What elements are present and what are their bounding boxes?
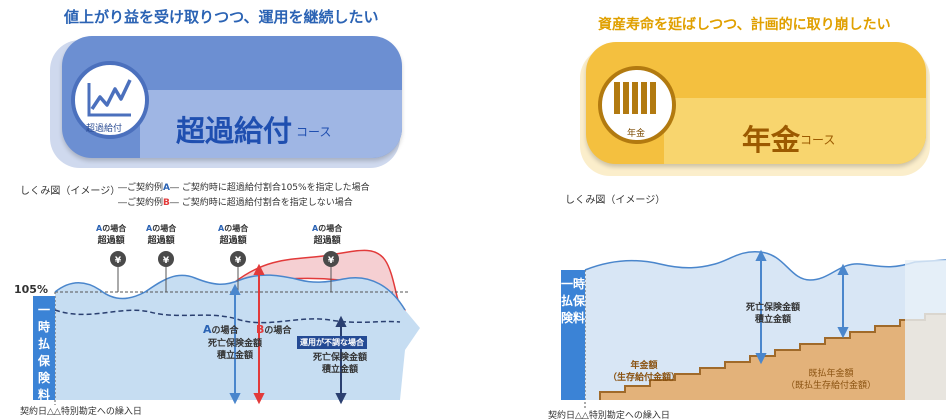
a-arrow — [229, 283, 241, 405]
excess-benefit-badge — [71, 61, 149, 139]
yen-coins — [110, 251, 339, 267]
left-ab-amounts: 死亡保険金額積立金額 — [207, 339, 262, 361]
annuity-death-arrow — [755, 249, 767, 365]
annuity-bars-icon — [614, 82, 656, 114]
excess-label-3: Aの場合超過額 — [218, 224, 249, 246]
annuity-badge — [598, 66, 676, 144]
excess-benefit-badge-label: 超過給付 — [86, 124, 123, 134]
left-poor-amounts: 死亡保険金額積立金額 — [312, 353, 367, 375]
poor-performance-line — [54, 309, 401, 324]
poor-performance-badge: 運用が不調な場合 — [297, 336, 367, 349]
right-death-amounts: 死亡保険金額積立金額 — [745, 303, 800, 325]
svg-text:¥: ¥ — [163, 256, 170, 266]
b-arrow — [253, 263, 265, 405]
example-a-prefix: ―ご契約例 — [118, 183, 164, 193]
example-a-text: ― ご契約時に超過給付割合105%を指定した場合 — [169, 183, 370, 193]
example-a-letter: A — [163, 183, 170, 193]
reserve-top-line — [54, 274, 406, 311]
right-headline: 資産寿命を延ばしつつ、計画的に取り崩したい — [598, 17, 891, 33]
excess-benefit-card-inner — [140, 90, 402, 158]
example-b-prefix: ―ご契約例 — [118, 198, 164, 208]
excess-benefit-diagram: ¥ ¥ ¥ ¥ — [54, 249, 420, 405]
left-premium-side-label: 一時払保険料 — [33, 296, 55, 402]
example-b-letter: B — [163, 198, 170, 208]
rising-chart-icon — [87, 79, 132, 117]
right-premium-side-label: 一時払保険料 — [561, 270, 585, 400]
annuity-amount-label: 年金額（生存給付金額） — [607, 361, 680, 383]
poor-arrow — [335, 315, 347, 405]
b-case-label: Bの場合 — [256, 323, 292, 337]
right-diagram-caption: しくみ図（イメージ） — [565, 195, 666, 206]
left-headline: 値上がり益を受け取りつつ、運用を継続したい — [64, 8, 379, 26]
svg-text:¥: ¥ — [115, 256, 122, 266]
annuity-course-suffix: コース — [800, 133, 836, 147]
reserve-area — [55, 275, 420, 400]
left-bottom-label: 契約日△△特別勘定への繰入日 — [20, 407, 142, 417]
annuity-diagram — [584, 249, 946, 408]
svg-text:¥: ¥ — [328, 256, 335, 266]
annuity-course-name: 年金 — [742, 123, 801, 157]
paid-arrow — [837, 263, 849, 339]
excess-label-1: Aの場合超過額 — [96, 224, 127, 246]
annuity-badge-label: 年金 — [627, 129, 646, 139]
right-bottom-label: 契約日△△特別勘定への繰入日 — [548, 411, 670, 419]
excess-benefit-course-suffix: コース — [296, 125, 332, 139]
a-case-label: Aの場合 — [203, 323, 239, 337]
example-b-legend: ―ご契約例B― ご契約時に超過給付割合を指定しない場合 — [118, 195, 353, 208]
excess-area-red — [234, 249, 406, 333]
svg-text:¥: ¥ — [235, 256, 242, 266]
excess-benefit-course-name: 超過給付 — [176, 114, 293, 148]
left-diagram-caption: しくみ図（イメージ） — [20, 186, 121, 197]
example-b-text: ― ご契約時に超過給付割合を指定しない場合 — [169, 198, 353, 208]
paid-annuity-label: 既払年金額（既払生存給付金額） — [785, 369, 876, 391]
pct-105-label: 105% — [14, 283, 48, 296]
excess-label-2: Aの場合超過額 — [146, 224, 177, 246]
annuity-card-inner — [664, 98, 926, 164]
example-a-legend: ―ご契約例A― ご契約時に超過給付割合105%を指定した場合 — [118, 180, 370, 193]
excess-label-4: Aの場合超過額 — [312, 224, 343, 246]
